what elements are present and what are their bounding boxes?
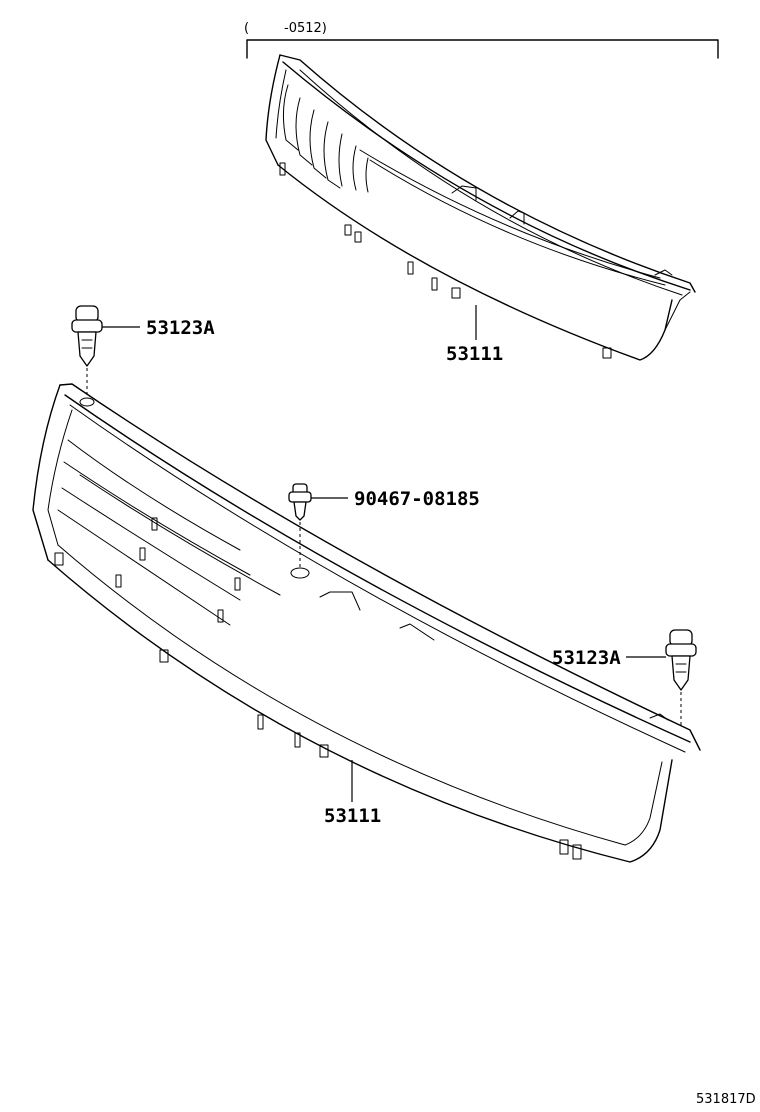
upper-grille-part-number: 53111 (446, 343, 503, 365)
range-end-date: -0512) (284, 21, 327, 36)
bolt-clip-icon (288, 483, 312, 521)
lower-grille-illustration (32, 383, 701, 863)
clip-right-icon (665, 629, 697, 691)
production-range-bracket: ( -0512) (244, 21, 719, 59)
clip-right-part-number: 53123A (552, 647, 621, 669)
lower-grille-part-number: 53111 (324, 805, 381, 827)
clip-upper-left-icon (71, 305, 103, 367)
diagram-id: 531817D (696, 1092, 756, 1107)
range-open-paren: ( (244, 21, 249, 36)
upper-grille-illustration (265, 54, 696, 361)
bolt-clip-part-number: 90467-08185 (354, 488, 480, 510)
clip-upper-left-part-number: 53123A (146, 317, 215, 339)
